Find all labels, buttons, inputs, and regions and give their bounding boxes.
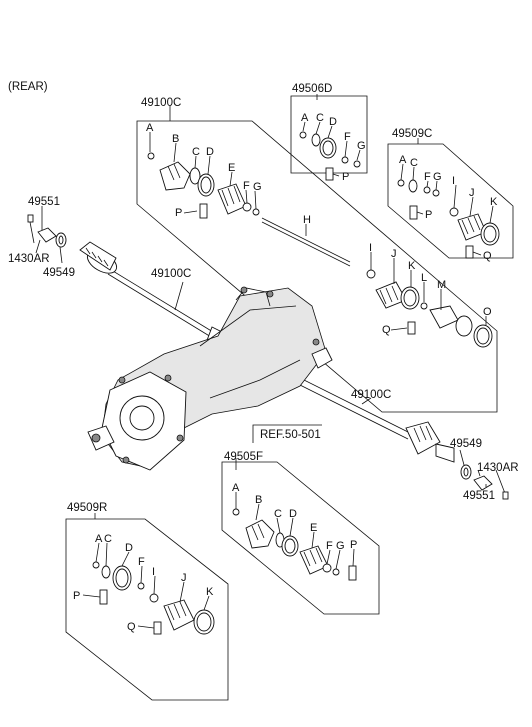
kit-r-parts (92, 561, 215, 635)
letter-kr-q: Q (127, 621, 136, 633)
frame-top-kit (136, 120, 498, 413)
frame-kit-c (387, 143, 514, 259)
letter-top-h: H (303, 214, 311, 226)
letter-top-o: O (483, 306, 492, 318)
letter-kc-g: G (433, 171, 442, 183)
part-number-49551-right: 49551 (463, 490, 495, 502)
rear-label: (REAR) (8, 81, 48, 93)
leader-lines (35, 94, 494, 629)
letter-top-i: I (369, 242, 372, 254)
letter-top-a: A (146, 122, 154, 134)
letter-kr-k: K (206, 586, 214, 598)
kit-c-parts (397, 179, 500, 259)
letter-kf-f: F (326, 540, 333, 552)
letter-top-g: G (253, 181, 262, 193)
letter-kf-c: C (274, 508, 282, 520)
letter-kr-j: J (181, 572, 187, 584)
letter-top-j: J (391, 248, 397, 260)
letter-kr-a: A (95, 533, 103, 545)
letter-kr-p: P (73, 590, 80, 602)
letter-top-q: Q (382, 324, 391, 336)
letter-kf-b: B (255, 494, 262, 506)
letter-kc-j: J (469, 187, 475, 199)
letter-kd-p: P (342, 171, 349, 183)
letter-kf-a: A (232, 482, 240, 494)
letter-kr-f: F (138, 556, 145, 568)
letter-kr-d: D (125, 542, 133, 554)
letter-top-c: C (192, 146, 200, 158)
part-number-49509r: 49509R (67, 502, 107, 514)
letter-kd-d: D (329, 116, 337, 128)
letter-kd-c: C (316, 112, 324, 124)
frame-kit-r (65, 518, 229, 701)
letter-kc-c: C (410, 157, 418, 169)
letter-top-l: L (421, 272, 427, 284)
letter-top-k: K (408, 260, 416, 272)
part-number-1430ar-left: 1430AR (8, 253, 50, 265)
letter-kf-d: D (289, 508, 297, 520)
frame-kit-d (290, 95, 368, 174)
right-hardware (460, 464, 509, 500)
letter-kr-i: I (152, 566, 155, 578)
letter-top-d: D (206, 146, 214, 158)
letter-top-p: P (175, 207, 182, 219)
part-number-49549-left: 49549 (43, 267, 75, 279)
part-number-49551-left: 49551 (28, 196, 60, 208)
letter-top-e: E (228, 162, 235, 174)
letter-kf-p1: P (350, 539, 357, 551)
letter-kc-i: I (452, 175, 455, 187)
letter-kf-g: G (336, 540, 345, 552)
letter-kr-c: C (104, 533, 112, 545)
ref-label: REF.50-501 (260, 429, 321, 441)
letter-kf-e: E (310, 522, 317, 534)
part-number-49549-right: 49549 (450, 438, 482, 450)
part-number-49505f: 49505F (224, 451, 263, 463)
part-number-49506d: 49506D (292, 83, 332, 95)
letter-kc-q: Q (483, 250, 492, 262)
letter-top-b: B (172, 133, 179, 145)
part-number-1430ar-right: 1430AR (477, 462, 519, 474)
part-number-49509c: 49509C (392, 128, 432, 140)
letter-kc-f: F (424, 171, 431, 183)
left-hardware (27, 214, 67, 248)
differential-housing (87, 286, 333, 471)
letter-kc-k: K (490, 196, 498, 208)
letter-kd-a: A (301, 112, 309, 124)
letter-kc-a: A (399, 154, 407, 166)
part-number-49100c-right: 49100C (351, 389, 391, 401)
letter-kd-g: G (357, 140, 366, 152)
frame-kit-f (221, 461, 380, 615)
top-kit-parts (147, 152, 493, 348)
letter-top-f: F (243, 180, 250, 192)
part-number-49100c-top: 49100C (141, 97, 181, 109)
part-number-49100c-mid: 49100C (151, 268, 191, 280)
letter-top-m: M (437, 279, 446, 291)
kit-d-parts (299, 131, 361, 181)
letter-kc-p: P (425, 209, 432, 221)
letter-kd-f: F (344, 131, 351, 143)
